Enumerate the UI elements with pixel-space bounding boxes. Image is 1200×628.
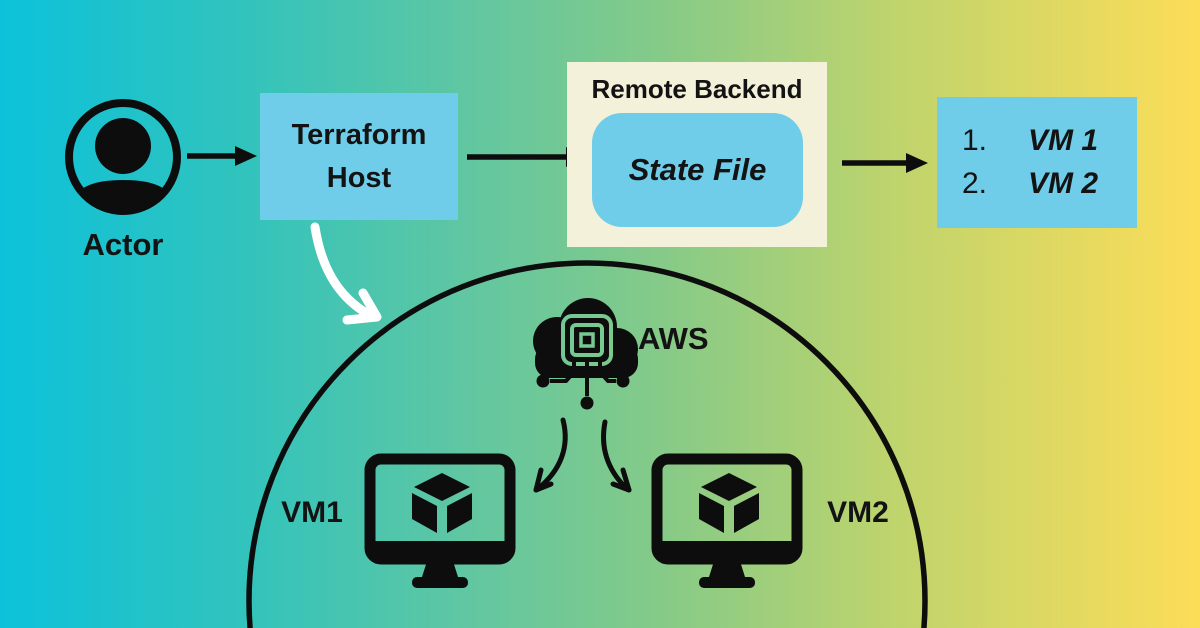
aws-cloud-icon: [533, 298, 638, 410]
remote-backend-box: Remote Backend State File: [567, 62, 827, 247]
vm-list-box: 1. VM 1 2. VM 2: [937, 97, 1137, 228]
arrow-host-to-cloud: [310, 222, 382, 325]
remote-backend-title: Remote Backend: [591, 74, 803, 104]
arrow-aws-to-vm1: [533, 417, 568, 493]
arrow-aws-to-vm2: [601, 419, 632, 493]
state-file-label: State File: [628, 152, 767, 187]
vm2-monitor-icon: [651, 453, 803, 588]
arrow-backend-to-vmlist: [842, 153, 928, 173]
vm-list-item: 2. VM 2: [962, 167, 1137, 201]
vm2-cube-icon: [699, 473, 759, 533]
vm-list-item-name: VM 2: [1028, 167, 1099, 200]
actor-icon: [65, 99, 181, 215]
vm1-cube-icon: [412, 473, 472, 533]
aws-boundary-circle: [246, 260, 928, 628]
vm-list-item-number: 2.: [962, 167, 988, 200]
vm-list-item-number: 1.: [962, 124, 988, 157]
actor-label: Actor: [82, 227, 164, 262]
terraform-host-box: Terraform Host: [260, 93, 458, 220]
state-file-box: State File: [592, 113, 803, 227]
vm2-label: VM2: [827, 496, 889, 529]
vm1-monitor-icon: [364, 453, 516, 588]
vm-list-item: 1. VM 1: [962, 124, 1137, 158]
vm-list-item-name: VM 1: [1028, 124, 1099, 157]
aws-label: AWS: [638, 321, 709, 356]
vm1-label: VM1: [281, 496, 343, 529]
terraform-host-label: Terraform Host: [291, 119, 427, 194]
arrow-actor-to-host: [187, 146, 257, 166]
